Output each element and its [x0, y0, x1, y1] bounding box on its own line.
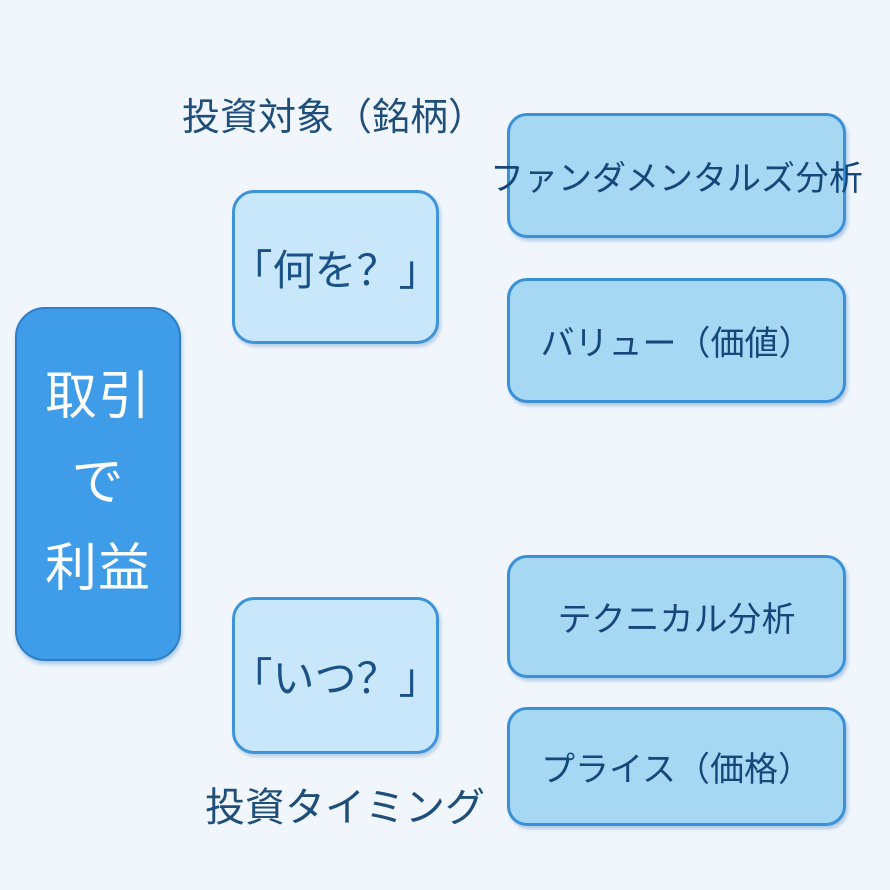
analysis-box-price-label: プライス（価格） — [541, 751, 812, 789]
root-box-trade-profit: 取引 で 利益 — [15, 307, 181, 661]
root-box-line-1: 取引 — [44, 368, 151, 427]
question-box-what: 「何を？」 — [230, 190, 441, 344]
root-box-line-3: 利益 — [44, 539, 151, 598]
root-box-line-2: で — [71, 454, 125, 513]
caption-investment-timing: 投資タイミング — [205, 786, 485, 830]
analysis-box-fundamentals-label: ファンダメンタルズ分析 — [490, 160, 863, 198]
question-box-what-label: 「何を？」 — [230, 246, 441, 294]
caption-investment-target: 投資対象（銘柄） — [182, 97, 487, 139]
analysis-box-value-label: バリュー（価値） — [540, 325, 813, 363]
analysis-box-price: プライス（価格） — [507, 707, 846, 826]
question-box-when: 「いつ？」 — [230, 597, 441, 754]
question-box-when-label: 「いつ？」 — [230, 655, 441, 702]
analysis-box-fundamentals: ファンダメンタルズ分析 — [490, 113, 863, 238]
analysis-box-technical: テクニカル分析 — [507, 555, 846, 678]
analysis-box-value: バリュー（価値） — [507, 278, 846, 403]
analysis-box-technical-label: テクニカル分析 — [557, 601, 796, 639]
